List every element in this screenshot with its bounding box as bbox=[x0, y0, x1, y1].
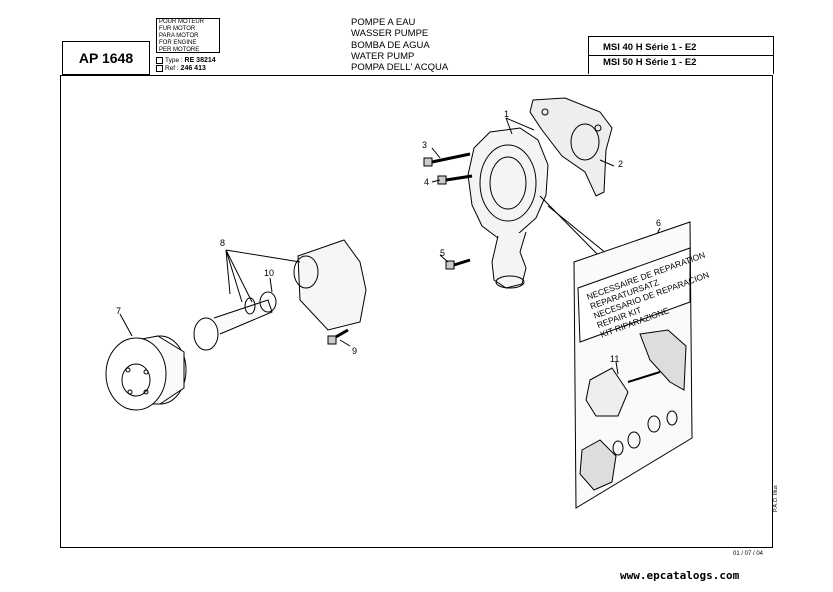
pump-outlet-end bbox=[495, 275, 525, 289]
callout-6: 6 bbox=[656, 218, 661, 228]
kit-bearing bbox=[612, 440, 624, 456]
title-it: POMPA DELL' ACQUA bbox=[351, 62, 449, 74]
bearing-10 bbox=[259, 291, 277, 313]
model-divider bbox=[588, 55, 774, 56]
callout-4: 4 bbox=[424, 177, 429, 187]
pump-impeller-bore bbox=[479, 144, 537, 222]
for-motor-line: PARA MOTOR bbox=[159, 33, 199, 39]
ref-checkbox-icon bbox=[156, 65, 163, 73]
bolt-9-head bbox=[327, 335, 337, 345]
callout-8: 8 bbox=[220, 238, 225, 248]
kit-bearing bbox=[627, 431, 641, 449]
callout-line bbox=[505, 117, 513, 135]
for-motor-box: POUR MOTEUR FUR MOTOR PARA MOTOR FOR ENG… bbox=[156, 18, 220, 53]
title-fr: POMPE A EAU bbox=[351, 17, 416, 28]
callout-line bbox=[119, 313, 133, 337]
callout-line bbox=[225, 249, 243, 303]
kit-impeller bbox=[585, 367, 629, 417]
callout-3: 3 bbox=[422, 140, 427, 150]
bolt-4 bbox=[445, 174, 473, 182]
gasket-part bbox=[529, 97, 613, 197]
type-label: Type bbox=[165, 57, 180, 65]
callout-1: 1 bbox=[504, 109, 509, 119]
callout-line bbox=[505, 117, 535, 131]
kit-shaft bbox=[627, 371, 661, 383]
type-checkbox-icon bbox=[156, 57, 163, 64]
callout-line bbox=[225, 249, 231, 295]
callout-line bbox=[431, 147, 441, 159]
part-titles: POMPE A EAU WASSER PUMPE BOMBA DE AGUA W… bbox=[351, 17, 448, 73]
model-line: MSI 40 H Série 1 - E2 bbox=[603, 42, 697, 53]
bolt-5 bbox=[453, 258, 471, 267]
housing-bore bbox=[293, 255, 319, 289]
title-es: BOMBA DE AGUA bbox=[351, 39, 430, 51]
title-en: WATER PUMP bbox=[351, 50, 415, 62]
callout-line bbox=[431, 179, 441, 183]
callout-line bbox=[225, 249, 253, 303]
pulley-hub bbox=[121, 363, 151, 397]
callout-9: 9 bbox=[352, 346, 357, 356]
bearing-housing bbox=[297, 239, 367, 331]
gasket-bolt-hole bbox=[594, 124, 602, 132]
for-motor-line: FOR ENGINE bbox=[159, 40, 197, 46]
kit-flange bbox=[579, 439, 617, 491]
drive-shaft bbox=[213, 299, 273, 335]
kit-gasket bbox=[639, 329, 687, 391]
ref-value: 246 413 bbox=[180, 65, 206, 73]
type-ref-block: Type : RE 38214 Ref : 246 413 bbox=[156, 57, 216, 73]
gasket-hole bbox=[570, 123, 600, 161]
ref-label: Ref bbox=[165, 65, 176, 73]
type-value: RE 38214 bbox=[184, 57, 216, 65]
illus-credit: P.A.O. Illus bbox=[773, 485, 779, 512]
kit-seal bbox=[666, 410, 678, 426]
pump-housing bbox=[467, 127, 549, 239]
pulley-front bbox=[105, 337, 167, 411]
for-motor-line: PER MOTORE bbox=[159, 47, 200, 53]
drive-hub bbox=[193, 317, 219, 351]
callout-line bbox=[439, 254, 449, 263]
document-code: AP 1648 bbox=[62, 41, 150, 75]
bolt-3-head bbox=[423, 157, 433, 167]
bolt-5-head bbox=[445, 260, 455, 270]
callout-11: 11 bbox=[610, 354, 619, 364]
callout-line bbox=[225, 249, 301, 263]
gasket-bolt-hole bbox=[541, 108, 549, 116]
pump-outlet-pipe bbox=[491, 231, 527, 289]
callout-2: 2 bbox=[618, 159, 623, 169]
kit-label-panel bbox=[577, 247, 691, 343]
bolt-3 bbox=[431, 152, 471, 164]
kit-seal bbox=[647, 415, 661, 433]
callout-line bbox=[615, 361, 619, 375]
kit-leader bbox=[547, 205, 613, 259]
callout-line bbox=[599, 159, 615, 167]
pump-impeller-inner bbox=[489, 156, 527, 210]
callout-line bbox=[269, 277, 273, 293]
callout-10: 10 bbox=[264, 268, 274, 278]
callout-7: 7 bbox=[116, 306, 121, 316]
website-link[interactable]: www.epcatalogs.com bbox=[620, 569, 740, 582]
for-motor-line: POUR MOTEUR bbox=[159, 19, 204, 25]
callout-line bbox=[339, 339, 351, 347]
model-line: MSI 50 H Série 1 - E2 bbox=[603, 57, 697, 68]
document-date: 01 / 07 / 04 bbox=[733, 551, 764, 557]
for-motor-line: FUR MOTOR bbox=[159, 26, 196, 32]
kit-leader bbox=[539, 195, 606, 263]
title-de: WASSER PUMPE bbox=[351, 28, 429, 40]
diagram-frame bbox=[60, 75, 773, 548]
callout-5: 5 bbox=[440, 248, 445, 258]
